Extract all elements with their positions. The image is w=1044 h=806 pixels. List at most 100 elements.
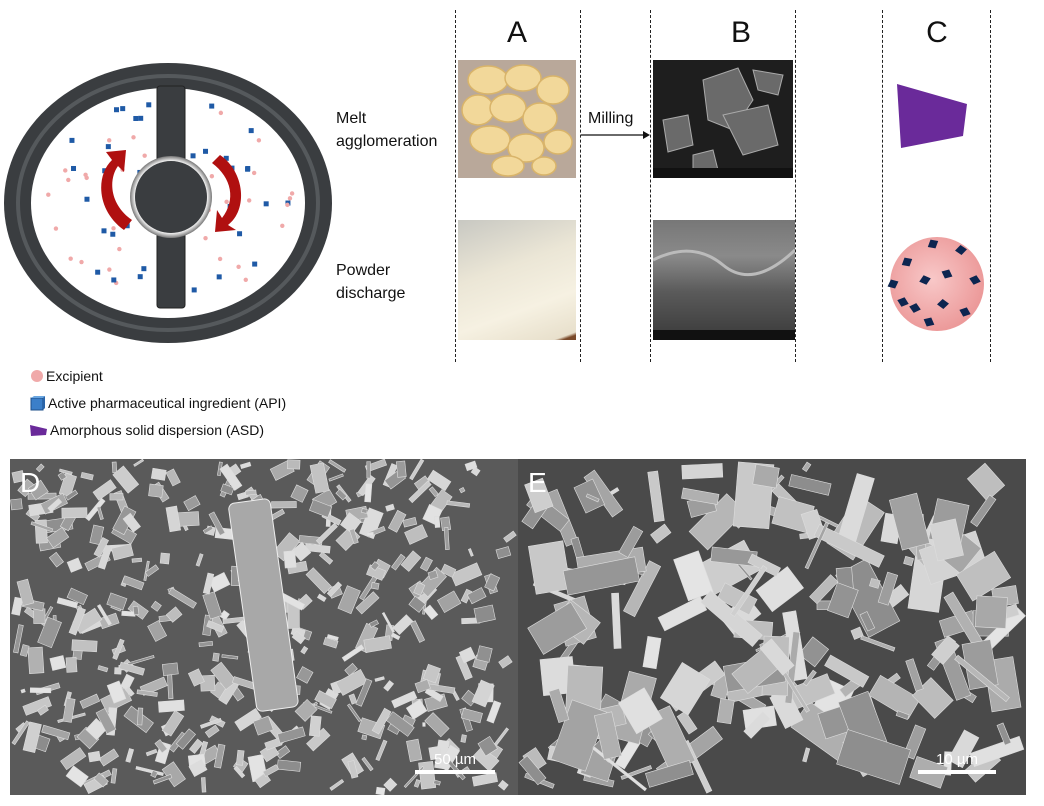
crystal-particle	[929, 518, 964, 562]
crystal-particle	[426, 469, 452, 492]
api-particle	[133, 115, 139, 121]
divider	[795, 10, 796, 362]
crystal-particle	[308, 715, 322, 737]
crystal-particle	[455, 654, 473, 681]
crystal-particle	[61, 507, 88, 519]
crystal-particle	[486, 700, 502, 724]
column-label-b: B	[730, 16, 751, 49]
divider	[882, 10, 883, 362]
crystal-particle	[58, 472, 77, 498]
crystal-particle	[150, 467, 167, 481]
crystal-particle	[187, 668, 205, 687]
crystal-particle	[59, 468, 73, 475]
api-particle	[190, 153, 196, 159]
crystal-particle	[213, 743, 226, 769]
crystal-particle	[585, 493, 600, 503]
api-particle	[263, 201, 269, 207]
crystal-particle	[473, 604, 496, 624]
crystal-particle	[361, 734, 368, 741]
crystal-particle	[402, 517, 418, 528]
crystal-particle	[33, 608, 46, 624]
crystal-particle	[22, 721, 42, 754]
crystal-particle	[136, 689, 158, 697]
crystal-particle	[966, 462, 1006, 502]
column-label-c: C	[926, 16, 948, 49]
crystal-particle	[347, 760, 359, 779]
crystal-particle	[96, 604, 112, 626]
crystal-particle	[371, 707, 392, 735]
api-particle	[111, 277, 117, 283]
panel-label-d: D	[20, 467, 41, 498]
api-particle	[110, 231, 116, 237]
crystal-particle	[400, 550, 422, 572]
crystal-particle	[716, 698, 735, 725]
crystal-particle	[804, 521, 830, 570]
api-particle	[248, 128, 254, 134]
excipient-particle	[243, 277, 248, 282]
crystal-particle	[341, 644, 365, 662]
crystal-particle	[366, 532, 374, 537]
crystal-particle	[826, 582, 859, 619]
excipient-particle	[117, 246, 122, 252]
crystal-particle	[387, 509, 407, 533]
crystal-particle	[328, 473, 344, 482]
crystal-particle	[262, 764, 280, 777]
excipient-particle	[68, 256, 73, 261]
crystal-particle	[27, 646, 45, 674]
crystal-particle	[144, 564, 160, 577]
api-particle	[969, 275, 981, 285]
crystal-particle	[955, 550, 1012, 602]
api-particle	[105, 144, 111, 150]
api-cube-icon	[30, 396, 45, 411]
crystal-particle	[888, 492, 930, 551]
row-label-line: Melt	[336, 110, 367, 127]
api-particle	[245, 166, 251, 172]
crystal-particle	[337, 585, 361, 615]
api-particle	[941, 269, 953, 279]
crystal-particle	[30, 521, 54, 533]
crystal-particle	[414, 678, 431, 694]
api-particle	[959, 307, 971, 317]
crystal-particle	[347, 703, 362, 723]
crystal-particle	[344, 662, 358, 677]
crystal-particle	[16, 578, 35, 607]
api-particle	[937, 299, 949, 309]
crystal-particle	[19, 644, 30, 657]
crystal-particle	[124, 686, 135, 697]
crystal-particle	[443, 527, 450, 551]
crystal-particle	[475, 645, 493, 663]
crystal-particle	[903, 555, 915, 567]
crystal-particle	[60, 747, 87, 771]
crystal-particle	[755, 566, 804, 613]
api-particle	[923, 317, 935, 327]
crystal-particle	[460, 707, 483, 724]
api-particle	[114, 107, 120, 113]
crystal-particle	[122, 512, 141, 533]
legend-excipient: Excipient	[30, 368, 103, 384]
legend-label: Active pharmaceutical ingredient (API)	[48, 395, 287, 411]
crystal-particle	[326, 634, 339, 641]
crystal-particle	[645, 760, 694, 788]
api-particle	[203, 148, 209, 154]
crystal-particle	[374, 676, 385, 682]
api-particle	[71, 165, 77, 171]
api-particle	[901, 257, 913, 267]
crystal-particle	[409, 459, 425, 481]
crystal-particle	[328, 459, 347, 473]
crystal-particle	[29, 687, 52, 694]
crystal-particle	[204, 724, 220, 738]
crystal-particle	[428, 486, 439, 498]
crystal-particle	[471, 772, 498, 787]
crystal-particle	[974, 595, 1008, 629]
crystal-particle	[252, 715, 274, 736]
crystal-particle	[93, 537, 109, 558]
mixer-diagram	[4, 63, 332, 343]
crystal-particle	[428, 745, 443, 761]
crystal-particle	[527, 601, 588, 655]
crystal-particle	[277, 726, 306, 744]
row-label-line: discharge	[336, 285, 406, 302]
crystal-particle	[111, 461, 118, 474]
crystal-particle	[947, 729, 980, 769]
crystal-particle	[392, 614, 414, 635]
crystal-particle	[165, 468, 181, 487]
